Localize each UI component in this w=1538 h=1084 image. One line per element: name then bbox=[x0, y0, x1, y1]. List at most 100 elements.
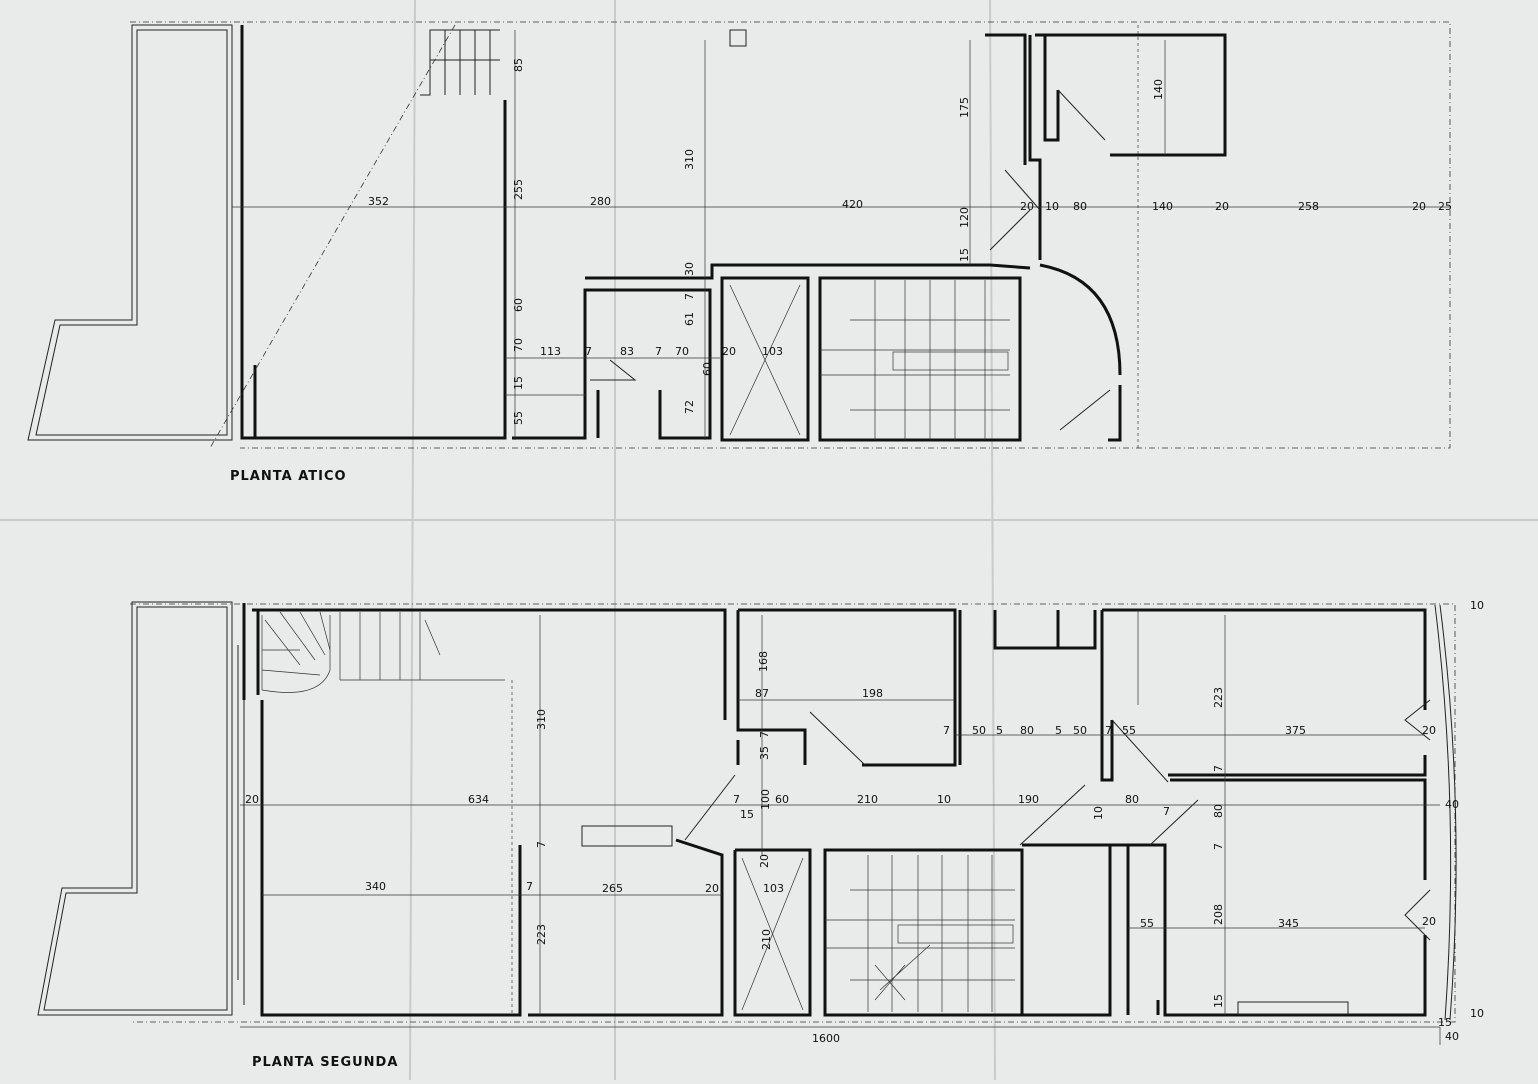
second-terrace-inner bbox=[43, 606, 228, 1011]
second-room-375 bbox=[1102, 608, 1427, 710]
dim: 7 bbox=[1212, 765, 1225, 772]
attic-stair-box bbox=[818, 276, 1022, 442]
second-plan-title: PLANTA SEGUNDA bbox=[252, 1055, 398, 1070]
dim: 7 bbox=[683, 293, 696, 300]
dim: 223 bbox=[535, 924, 548, 945]
dim: 210 bbox=[857, 793, 878, 806]
second-room-345 bbox=[1095, 843, 1427, 1017]
second-boundary bbox=[130, 603, 1456, 1023]
dim: 140 bbox=[1152, 79, 1165, 100]
dim: 7 bbox=[1212, 843, 1225, 850]
dim: 25 bbox=[1438, 200, 1452, 213]
dim: 255 bbox=[512, 179, 525, 200]
attic-terrace-outline bbox=[27, 24, 233, 441]
dim: 168 bbox=[757, 651, 770, 672]
second-terrace-outline bbox=[37, 601, 233, 1016]
dim: 20 bbox=[245, 793, 259, 806]
dim: 634 bbox=[468, 793, 489, 806]
dim: 345 bbox=[1278, 917, 1299, 930]
dim: 20 bbox=[1215, 200, 1229, 213]
dim: 375 bbox=[1285, 724, 1306, 737]
dim: 72 bbox=[683, 400, 696, 414]
dim: 7 bbox=[943, 724, 950, 737]
paper-fold bbox=[409, 0, 416, 1081]
dim: 80 bbox=[1073, 200, 1087, 213]
second-wall bbox=[1100, 610, 1114, 782]
attic-wall-east bbox=[1028, 35, 1042, 260]
attic-main-stair bbox=[820, 280, 1010, 440]
dim: 103 bbox=[762, 345, 783, 358]
dim: 40 bbox=[1445, 798, 1459, 811]
second-wall bbox=[1126, 845, 1160, 1015]
attic-wall bbox=[1108, 385, 1122, 442]
dim: 198 bbox=[862, 687, 883, 700]
dim: 83 bbox=[620, 345, 634, 358]
dim: 20 bbox=[1422, 724, 1436, 737]
dim: 10 bbox=[1470, 1007, 1484, 1020]
second-west-windows bbox=[237, 645, 245, 1005]
dim: 310 bbox=[535, 709, 548, 730]
dim: 7 bbox=[1163, 805, 1170, 818]
dim: 85 bbox=[512, 58, 525, 72]
dim: 140 bbox=[1152, 200, 1173, 213]
dim: 10 bbox=[1092, 806, 1105, 820]
dim: 55 bbox=[512, 411, 525, 425]
dim: 15 bbox=[958, 248, 971, 262]
dim: 20 bbox=[1412, 200, 1426, 213]
dim: 265 bbox=[602, 882, 623, 895]
dim: 103 bbox=[763, 882, 784, 895]
second-door-swings bbox=[684, 699, 1431, 941]
dim: 15 bbox=[1212, 994, 1225, 1008]
second-main-stair bbox=[825, 855, 1015, 1012]
dim: 87 bbox=[755, 687, 769, 700]
dim: 340 bbox=[365, 880, 386, 893]
dim: 30 bbox=[683, 262, 696, 276]
attic-shaft bbox=[720, 276, 810, 442]
second-shaft-cross bbox=[741, 857, 804, 1011]
dim: 310 bbox=[683, 149, 696, 170]
second-wall bbox=[1168, 755, 1427, 777]
dim: 15 bbox=[1438, 1016, 1452, 1029]
second-counter bbox=[581, 825, 673, 847]
dim: 15 bbox=[740, 808, 754, 821]
dim: 10 bbox=[937, 793, 951, 806]
attic-plan bbox=[27, 21, 1451, 449]
attic-stair-treads bbox=[420, 29, 500, 96]
dim: 223 bbox=[1212, 687, 1225, 708]
second-kitchen-unit bbox=[1237, 1001, 1349, 1015]
dim: 15 bbox=[512, 376, 525, 390]
dim: 7 bbox=[526, 880, 533, 893]
paper-fold bbox=[989, 0, 996, 1081]
dim: 7 bbox=[655, 345, 662, 358]
second-wall-hall bbox=[958, 610, 1097, 765]
attic-slope-line bbox=[209, 24, 456, 449]
dim: 55 bbox=[1140, 917, 1154, 930]
dim: 190 bbox=[1018, 793, 1039, 806]
dim: 70 bbox=[512, 338, 525, 352]
dim: 7 bbox=[758, 731, 771, 738]
dim: 120 bbox=[958, 207, 971, 228]
dim: 60 bbox=[512, 298, 525, 312]
second-stair-upper bbox=[261, 611, 505, 693]
dim: 50 bbox=[1073, 724, 1087, 737]
dim: 61 bbox=[683, 312, 696, 326]
attic-plan-title: PLANTA ATICO bbox=[230, 469, 347, 484]
dim: 80 bbox=[1125, 793, 1139, 806]
attic-terrace-inner bbox=[35, 29, 228, 436]
dim: 5 bbox=[1055, 724, 1062, 737]
second-shaft bbox=[733, 848, 812, 1017]
second-wall bbox=[528, 838, 724, 1017]
dim: 280 bbox=[590, 195, 611, 208]
attic-wall bbox=[985, 33, 1027, 165]
attic-room-140 bbox=[1035, 33, 1227, 157]
second-wall-living bbox=[260, 700, 522, 1017]
second-wall bbox=[736, 610, 807, 765]
dim: 7 bbox=[733, 793, 740, 806]
dim: 7 bbox=[585, 345, 592, 358]
dim: 20 bbox=[758, 854, 771, 868]
dim: 20 bbox=[722, 345, 736, 358]
dim: 352 bbox=[368, 195, 389, 208]
dim: 80 bbox=[1020, 724, 1034, 737]
dim: 210 bbox=[760, 929, 773, 950]
